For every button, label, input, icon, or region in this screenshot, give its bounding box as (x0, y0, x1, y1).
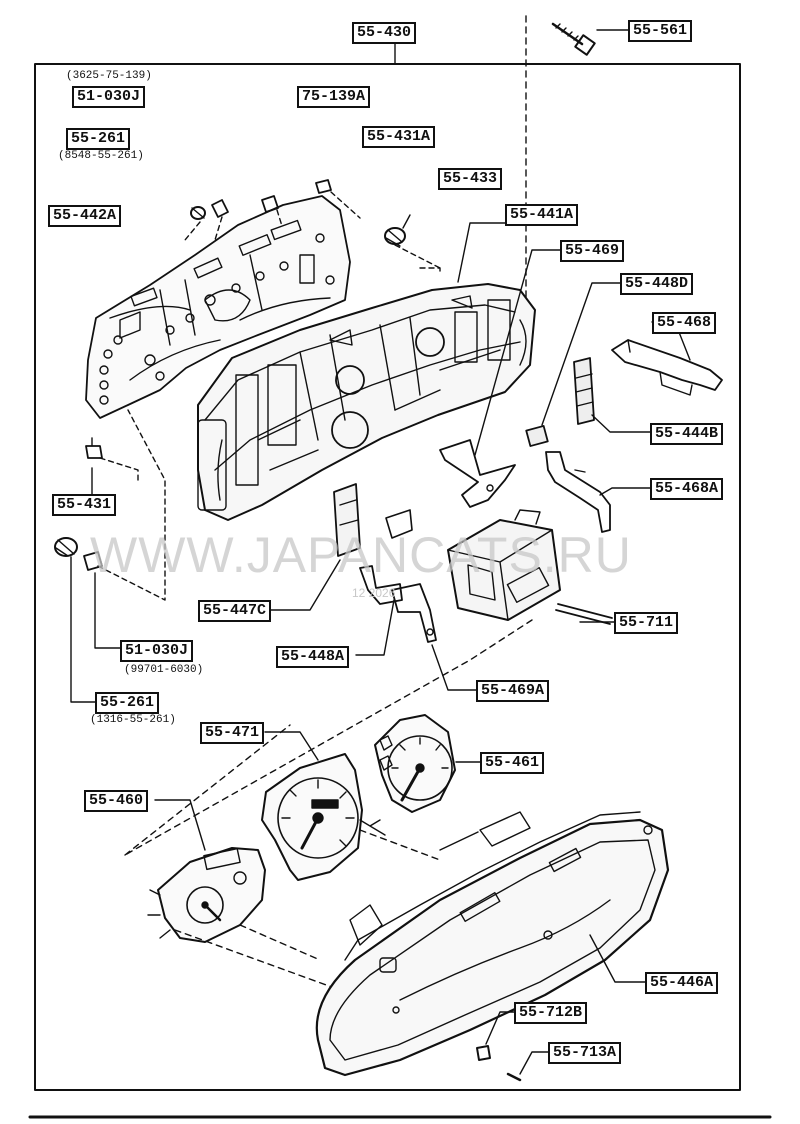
plate-55-447c (333, 483, 361, 557)
gauge-set-55-460 (147, 847, 266, 943)
label-55-447c[interactable]: 55-447C (198, 600, 272, 622)
bracket-55-469 (439, 439, 516, 508)
sub-8548-55-261: (8548-55-261) (58, 150, 144, 162)
label-55-448a[interactable]: 55-448A (276, 646, 350, 668)
label-55-442a[interactable]: 55-442A (48, 205, 122, 227)
dash-55-561 (499, 15, 527, 341)
label-55-448d[interactable]: 55-448D (620, 273, 694, 295)
bulb-51-030j-bot (83, 551, 103, 571)
unit-55-711 (447, 509, 613, 625)
label-55-460[interactable]: 55-460 (84, 790, 149, 812)
bolt-55-561 (551, 22, 629, 56)
label-55-468a[interactable]: 55-468A (650, 478, 724, 500)
label-55-431a[interactable]: 55-431A (362, 126, 436, 148)
label-55-441a[interactable]: 55-441A (505, 204, 579, 226)
assembly-frame (34, 63, 741, 1091)
pad-55-448d (525, 425, 549, 447)
plate-55-448a (359, 565, 403, 605)
label-55-444b[interactable]: 55-444B (650, 423, 724, 445)
label-55-430[interactable]: 55-430 (352, 22, 417, 44)
plate-55-469a (391, 583, 437, 643)
insulator-plate (385, 509, 413, 539)
bracket-55-468a (545, 451, 611, 533)
socket-55-261-top (190, 206, 206, 220)
label-55-431[interactable]: 55-431 (52, 494, 117, 516)
label-55-469a[interactable]: 55-469A (476, 680, 550, 702)
sub-99701-6030: (99701-6030) (124, 664, 204, 676)
speedometer-55-471 (261, 753, 386, 881)
screw-55-433 (384, 214, 411, 247)
label-55-713a[interactable]: 55-713A (548, 1042, 622, 1064)
label-55-711[interactable]: 55-711 (614, 612, 679, 634)
label-55-712b[interactable]: 55-712B (514, 1002, 588, 1024)
screw-55-712b (476, 1045, 491, 1061)
watermark-code: 12 2026 (352, 586, 396, 600)
cluster-case-55-441a (197, 283, 536, 521)
socket-55-261-bot (54, 537, 78, 557)
bulb-55-431 (85, 437, 103, 459)
label-55-461[interactable]: 55-461 (480, 752, 545, 774)
label-55-446a[interactable]: 55-446A (645, 972, 719, 994)
sub-3625-75-139: (3625-75-139) (66, 70, 152, 82)
label-55-433[interactable]: 55-433 (438, 168, 503, 190)
tachometer-55-461 (374, 714, 456, 813)
label-51-030j-top[interactable]: 51-030J (72, 86, 146, 108)
label-55-561[interactable]: 55-561 (628, 20, 693, 42)
lens-55-446a (315, 811, 670, 1077)
label-55-469[interactable]: 55-469 (560, 240, 625, 262)
watermark-text: WWW.JAPANCATS.RU (90, 527, 632, 583)
printed-circuit-board-55-442a (85, 195, 351, 419)
label-55-471[interactable]: 55-471 (200, 722, 265, 744)
screw-55-713a (506, 1072, 522, 1082)
label-55-261-bot[interactable]: 55-261 (95, 692, 160, 714)
label-55-261-top[interactable]: 55-261 (66, 128, 131, 150)
bulb-51-030j-top (211, 199, 229, 218)
label-75-139a[interactable]: 75-139A (297, 86, 371, 108)
label-55-468[interactable]: 55-468 (652, 312, 717, 334)
sub-1316-55-261: (1316-55-261) (90, 714, 176, 726)
cushion-55-444b (573, 357, 595, 425)
bulb-75-139a (261, 195, 279, 213)
bracket-55-468 (611, 339, 723, 396)
bulb-55-431a (315, 179, 332, 194)
label-51-030j-bot[interactable]: 51-030J (120, 640, 194, 662)
